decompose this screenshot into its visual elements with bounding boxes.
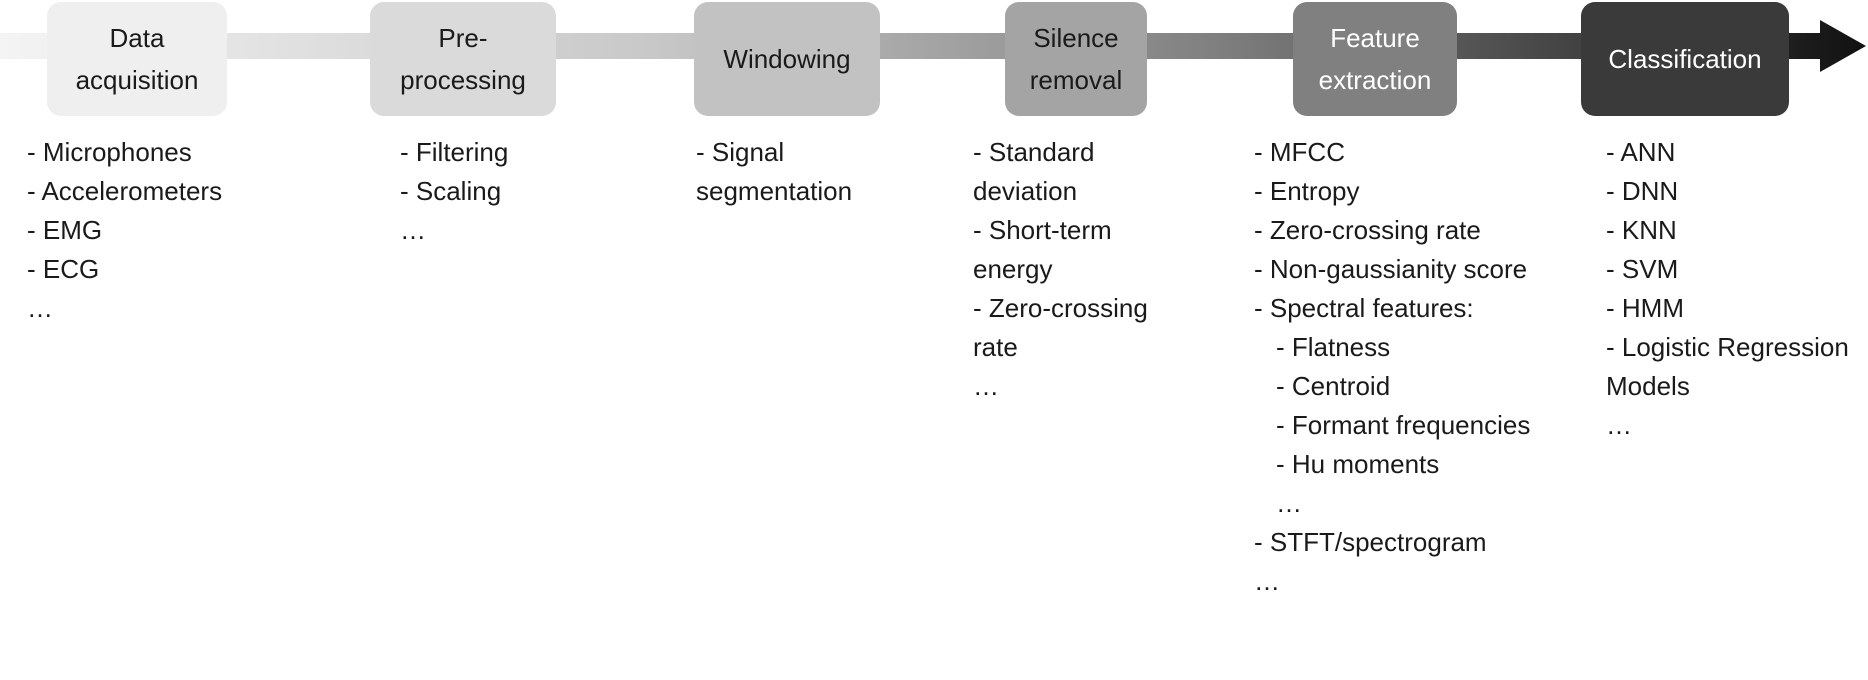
stage-data-acquisition: Data acquisition [47,2,227,116]
list-item: - Signal segmentation [696,137,853,206]
sub-list-item: - Centroid [1276,371,1391,401]
list-item: - Standard deviation [973,137,1095,206]
list-item: … [973,371,999,401]
sub-list-item: … [1276,488,1302,518]
list-item: … [27,293,53,323]
stage-items-silence-removal: - Standard deviation - Short-term energy -… [973,133,1188,406]
stage-label: Classification [1608,44,1762,74]
list-item: - Zero-crossing rate [973,293,1148,362]
stage-windowing: Windowing [694,2,880,116]
list-item: - ECG [27,254,100,284]
list-item: - Accelerometers [27,176,223,206]
stage-label: Windowing [723,44,851,74]
sub-list-item: - Flatness [1276,332,1391,362]
list-item: - SVM [1606,254,1679,284]
list-item: - DNN [1606,176,1679,206]
list-item: - STFT/spectrogram [1254,527,1487,557]
list-item: - Microphones [27,137,192,167]
stage-label: Silence removal [1029,23,1123,95]
list-item: - HMM [1606,293,1684,323]
sub-list-item: - Hu moments [1276,449,1440,479]
stage-label: Feature extraction [1318,23,1432,95]
stage-items-feature-extraction: - MFCC - Entropy - Zero-crossing rate - Non… [1254,133,1549,601]
list-item: - KNN [1606,215,1677,245]
stage-items-pre-processing: - Filtering - Scaling … [400,133,560,250]
list-item: - Filtering [400,137,509,167]
stage-classification: Classification [1581,2,1789,116]
stage-pre-processing: Pre- processing [370,2,556,116]
stage-items-data-acquisition: - Microphones - Accelerometers - EMG - ECG … [27,133,267,328]
list-item: - Zero-crossing rate [1254,215,1481,245]
list-item: - ANN [1606,137,1676,167]
list-item: - Non-gaussianity score [1254,254,1528,284]
stage-items-windowing: - Signal segmentation [696,133,896,211]
list-item: - Spectral features: [1254,293,1474,323]
list-item: - Logistic Regression Models [1606,332,1849,401]
list-item: - MFCC [1254,137,1345,167]
stage-label: Data acquisition [75,23,199,95]
list-item: … [1254,566,1280,596]
list-item: … [400,215,426,245]
stage-silence-removal: Silence removal [1005,2,1147,116]
stage-feature-extraction: Feature extraction [1293,2,1457,116]
sub-list-item: - Formant frequencies [1276,410,1531,440]
stage-items-classification: - ANN - DNN - KNN - SVM - HMM - Logistic Regr… [1606,133,1861,445]
list-item: … [1606,410,1632,440]
list-item: - Entropy [1254,176,1360,206]
stage-label: Pre- processing [400,23,526,95]
list-item: - EMG [27,215,103,245]
list-item: - Scaling [400,176,502,206]
list-item: - Short-term energy [973,215,1112,284]
